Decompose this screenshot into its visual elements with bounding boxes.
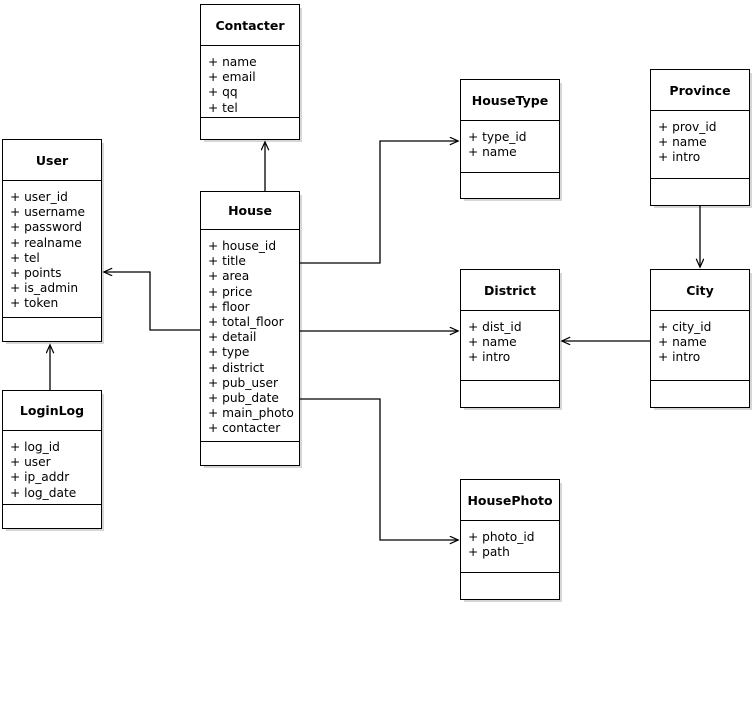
attribute-row: + name bbox=[658, 135, 707, 150]
attribute-row: + intro bbox=[658, 350, 701, 365]
attribute-row: + tel bbox=[208, 100, 238, 115]
uml-class-housetype[interactable]: HouseType+ type_id+ name bbox=[460, 79, 560, 199]
attribute-row: + name bbox=[468, 145, 517, 160]
class-attributes-housephoto: + photo_id+ path bbox=[461, 521, 559, 573]
class-name-province: Province bbox=[651, 70, 749, 111]
uml-class-district[interactable]: District+ dist_id+ name+ intro bbox=[460, 269, 560, 408]
uml-class-city[interactable]: City+ city_id+ name+ intro bbox=[650, 269, 750, 408]
attribute-row: + prov_id bbox=[658, 120, 717, 134]
attribute-row: + total_floor bbox=[208, 315, 284, 330]
class-operations-loginlog bbox=[3, 505, 101, 642]
uml-class-user[interactable]: User+ user_id+ username+ password+ realn… bbox=[2, 139, 102, 342]
attribute-row: + dist_id bbox=[468, 320, 522, 334]
class-attributes-housetype: + type_id+ name bbox=[461, 121, 559, 173]
class-attributes-user: + user_id+ username+ password+ realname+… bbox=[3, 181, 101, 318]
attribute-row: + district bbox=[208, 360, 265, 375]
attribute-row: + name bbox=[208, 55, 257, 69]
attribute-row: + intro bbox=[658, 150, 701, 165]
attribute-row: + pub_date bbox=[208, 391, 279, 406]
edge-house-to-housephoto bbox=[300, 398, 458, 540]
attribute-row: + user_id bbox=[10, 190, 68, 204]
attribute-row: + points bbox=[10, 266, 62, 281]
attribute-row: + house_id bbox=[208, 239, 277, 253]
class-name-house: House bbox=[201, 192, 299, 230]
edge-house-to-housetype bbox=[300, 141, 458, 264]
attribute-row: + photo_id bbox=[468, 530, 535, 544]
class-attributes-province: + prov_id+ name+ intro bbox=[651, 111, 749, 179]
attribute-row: + realname bbox=[10, 235, 82, 250]
class-name-housephoto: HousePhoto bbox=[461, 480, 559, 521]
class-name-city: City bbox=[651, 270, 749, 311]
association-edges bbox=[0, 0, 755, 605]
class-name-district: District bbox=[461, 270, 559, 311]
attribute-row: + ip_addr bbox=[10, 470, 70, 485]
attribute-row: + user bbox=[10, 455, 51, 470]
attribute-row: + intro bbox=[468, 350, 511, 365]
attribute-row: + tel bbox=[10, 250, 40, 265]
attribute-row: + contacter bbox=[208, 421, 281, 436]
attribute-row: + title bbox=[208, 254, 246, 269]
class-name-loginlog: LoginLog bbox=[3, 391, 101, 431]
edge-house-to-user bbox=[104, 272, 200, 331]
attribute-row: + qq bbox=[208, 85, 238, 100]
attribute-row: + floor bbox=[208, 299, 250, 314]
class-name-user: User bbox=[3, 140, 101, 181]
attribute-row: + city_id bbox=[658, 320, 712, 334]
attribute-row: + password bbox=[10, 220, 82, 235]
attribute-row: + email bbox=[208, 70, 256, 85]
attribute-row: + log_date bbox=[10, 485, 77, 500]
attribute-row: + name bbox=[658, 335, 707, 350]
class-name-housetype: HouseType bbox=[461, 80, 559, 121]
class-attributes-house: + house_id+ title+ area+ price+ floor+ t… bbox=[201, 230, 299, 442]
class-attributes-loginlog: + log_id+ user+ ip_addr+ log_date bbox=[3, 431, 101, 505]
class-attributes-district: + dist_id+ name+ intro bbox=[461, 311, 559, 381]
attribute-row: + main_photo bbox=[208, 406, 294, 421]
attribute-row: + username bbox=[10, 205, 86, 220]
uml-class-contacter[interactable]: Contacter+ name+ email+ qq+ tel bbox=[200, 4, 300, 140]
class-operations-city bbox=[651, 381, 749, 518]
class-name-contacter: Contacter bbox=[201, 5, 299, 46]
class-operations-house bbox=[201, 442, 299, 715]
attribute-row: + price bbox=[208, 284, 253, 299]
attribute-row: + path bbox=[468, 545, 510, 560]
uml-class-house[interactable]: House+ house_id+ title+ area+ price+ flo… bbox=[200, 191, 300, 466]
uml-class-province[interactable]: Province+ prov_id+ name+ intro bbox=[650, 69, 750, 206]
class-attributes-contacter: + name+ email+ qq+ tel bbox=[201, 46, 299, 118]
attribute-row: + detail bbox=[208, 330, 257, 345]
attribute-row: + type bbox=[208, 345, 250, 360]
uml-class-loginlog[interactable]: LoginLog+ log_id+ user+ ip_addr+ log_dat… bbox=[2, 390, 102, 529]
attribute-row: + type_id bbox=[468, 130, 527, 144]
attribute-row: + area bbox=[208, 269, 250, 284]
class-operations-housephoto bbox=[461, 573, 559, 692]
attribute-row: + token bbox=[10, 296, 59, 311]
attribute-row: + pub_user bbox=[208, 375, 278, 390]
attribute-row: + log_id bbox=[10, 440, 60, 454]
attribute-row: + is_admin bbox=[10, 281, 79, 296]
class-attributes-city: + city_id+ name+ intro bbox=[651, 311, 749, 381]
uml-class-housephoto[interactable]: HousePhoto+ photo_id+ path bbox=[460, 479, 560, 600]
attribute-row: + name bbox=[468, 335, 517, 350]
